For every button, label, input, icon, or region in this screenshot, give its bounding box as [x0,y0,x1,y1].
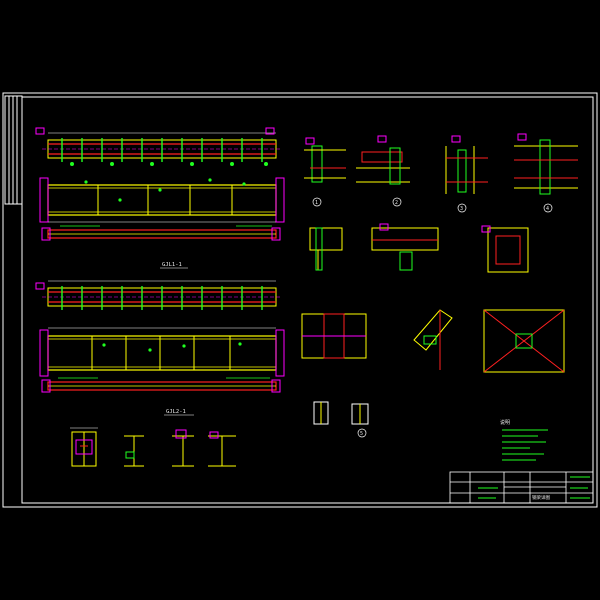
detail-label-5: 5 [360,431,363,437]
title-block-text-lines [478,476,590,499]
notes-heading: 说明 [500,419,510,426]
baseplate-detail-2 [413,309,453,370]
section-c [172,429,194,467]
column-section-1 [309,227,343,271]
small-section-details [313,401,369,438]
detail-numbers [312,197,553,213]
title-block-name: 钢梁详图 [532,494,550,501]
notes-block: 说明 [500,419,548,461]
beam1-elevation [39,177,285,223]
sheet-frame [2,92,598,508]
section-details-bottom-left [70,427,236,467]
detail-4 [514,133,578,195]
detail-label-2: 2 [395,200,398,206]
detail-label-4: 4 [546,206,549,212]
section-b [124,435,144,467]
detail-3 [445,135,488,194]
detail-1 [304,137,346,183]
section-d [208,431,236,467]
detail-label-1: 1 [315,200,318,206]
detail-label-3: 3 [460,206,463,212]
section-a [70,427,98,467]
joint-details [301,133,578,438]
beam-view-1: GJL1-1 [35,127,285,269]
detail-2 [356,135,410,185]
beam-view-2: GJL2-1 [35,280,285,416]
beam2-elevation [39,327,285,377]
beam2-plan-strip [35,280,282,310]
beam1-plan-strip [35,127,282,166]
brace-joint-detail [483,309,565,373]
column-section-2 [371,223,439,271]
baseplate-detail-1 [301,313,367,359]
detail-labels: 1 2 3 4 5 [315,200,549,437]
column-section-3 [481,225,529,273]
view1-title: GJL1-1 [162,262,182,268]
beam1-flange-strip [41,225,281,241]
view2-title: GJL2-1 [166,409,186,415]
beam2-flange-strip [41,377,281,393]
title-block [449,471,594,504]
